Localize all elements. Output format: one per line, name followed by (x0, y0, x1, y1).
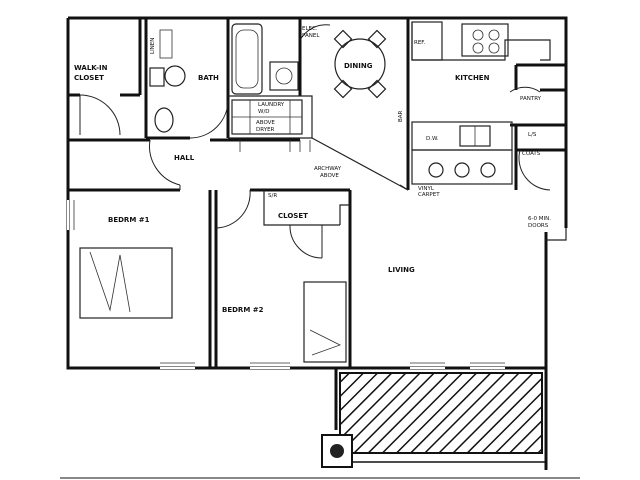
archway-label-2: ABOVE (320, 173, 339, 179)
tub (231, 23, 263, 95)
bed-1 (79, 247, 173, 319)
coats-label: COATS (522, 151, 541, 157)
bedroom2-label: BEDRM #2 (222, 306, 264, 314)
ref-label: REF. (414, 40, 426, 46)
patio (321, 368, 546, 468)
doors-label-2: DOORS (528, 223, 549, 229)
stool-icon (480, 162, 496, 178)
toilet (164, 65, 186, 87)
vinyl-carpet-label-2: CARPET (418, 192, 440, 198)
dining-label: DINING (344, 62, 373, 70)
room-labels: WALK-IN CLOSET BATH ELEC. PANEL DINING K… (74, 26, 551, 314)
pantry-label: PANTRY (520, 96, 542, 102)
refrigerator (411, 21, 443, 61)
dining-table (333, 29, 387, 99)
vanity-sink (154, 107, 174, 133)
interior-walls (68, 18, 566, 368)
sr-label: S/R (268, 193, 277, 199)
stool-icon (454, 162, 470, 178)
laundry-label-3: ABOVE (256, 120, 275, 126)
ls-label: L/S (528, 132, 537, 138)
walk-in-closet-label-2: CLOSET (74, 74, 104, 82)
linen-label: LINEN (150, 38, 156, 54)
kitchen-counters (411, 21, 551, 185)
bath-label: BATH (198, 74, 219, 82)
laundry-label-4: DRYER (256, 127, 275, 133)
bar-label: BAR (398, 110, 404, 122)
laundry-closet (231, 99, 303, 135)
laundry-label-2: W/D (258, 109, 270, 115)
stool-icon (428, 162, 444, 178)
bath-fixtures (149, 23, 299, 133)
range (461, 23, 509, 57)
kitchen-label: KITCHEN (455, 74, 490, 82)
doors (79, 24, 551, 259)
walk-in-closet-label: WALK-IN (74, 64, 108, 72)
hall-label: HALL (174, 154, 195, 162)
doors-label: 6-0 MIN. (528, 216, 551, 222)
elec-panel-label-2: PANEL (302, 33, 320, 39)
ac-fan-icon (330, 444, 344, 458)
bar-counter (411, 149, 513, 185)
bedroom1-label: BEDRM #1 (108, 216, 150, 224)
elec-panel-label: ELEC. (302, 26, 318, 32)
windows (67, 200, 505, 369)
bed-2 (303, 281, 347, 363)
dw-label: D.W. (426, 136, 439, 142)
archway-label: ARCHWAY (314, 166, 342, 172)
living-label: LIVING (388, 266, 415, 274)
vinyl-carpet-label: VINYL (418, 186, 435, 192)
closet-label: CLOSET (278, 212, 308, 220)
laundry-label: LAUNDRY (258, 102, 285, 108)
